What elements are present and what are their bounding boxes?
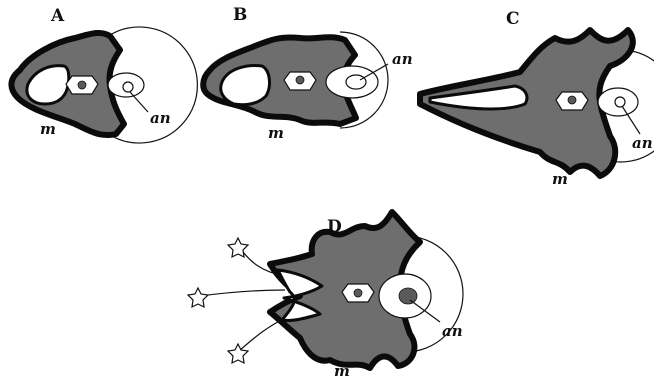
panel-a-label-m: m — [40, 120, 56, 138]
panel-a-an-core — [123, 82, 133, 92]
panel-a-canal — [78, 81, 86, 89]
panel-a: A an m — [11, 6, 197, 143]
panel-b-label-m: m — [268, 124, 284, 142]
panel-d: D an m — [188, 212, 463, 380]
panel-c-letter: C — [506, 9, 520, 29]
panel-b-letter: B — [233, 5, 247, 25]
panel-a-label-an: an — [150, 109, 171, 127]
panel-d-star-mid — [188, 288, 208, 307]
panel-b-label-an: an — [392, 50, 413, 68]
panel-b-an-core — [346, 75, 366, 89]
panel-c: C an m — [420, 9, 654, 188]
panel-d-canal — [354, 289, 362, 297]
panel-d-star-bottom — [228, 344, 248, 363]
panel-a-an-leader — [130, 92, 148, 112]
panel-a-letter: A — [50, 6, 65, 26]
panel-b-canal — [296, 76, 304, 84]
panel-d-an-core — [399, 288, 417, 304]
panel-d-label-an: an — [442, 322, 463, 340]
panel-c-label-m: m — [552, 170, 568, 188]
panel-c-an-core — [615, 97, 625, 107]
panel-c-canal — [568, 96, 576, 104]
panel-d-label-m: m — [334, 362, 350, 380]
panel-b: B an m — [203, 5, 412, 142]
panel-c-label-an: an — [632, 134, 653, 152]
